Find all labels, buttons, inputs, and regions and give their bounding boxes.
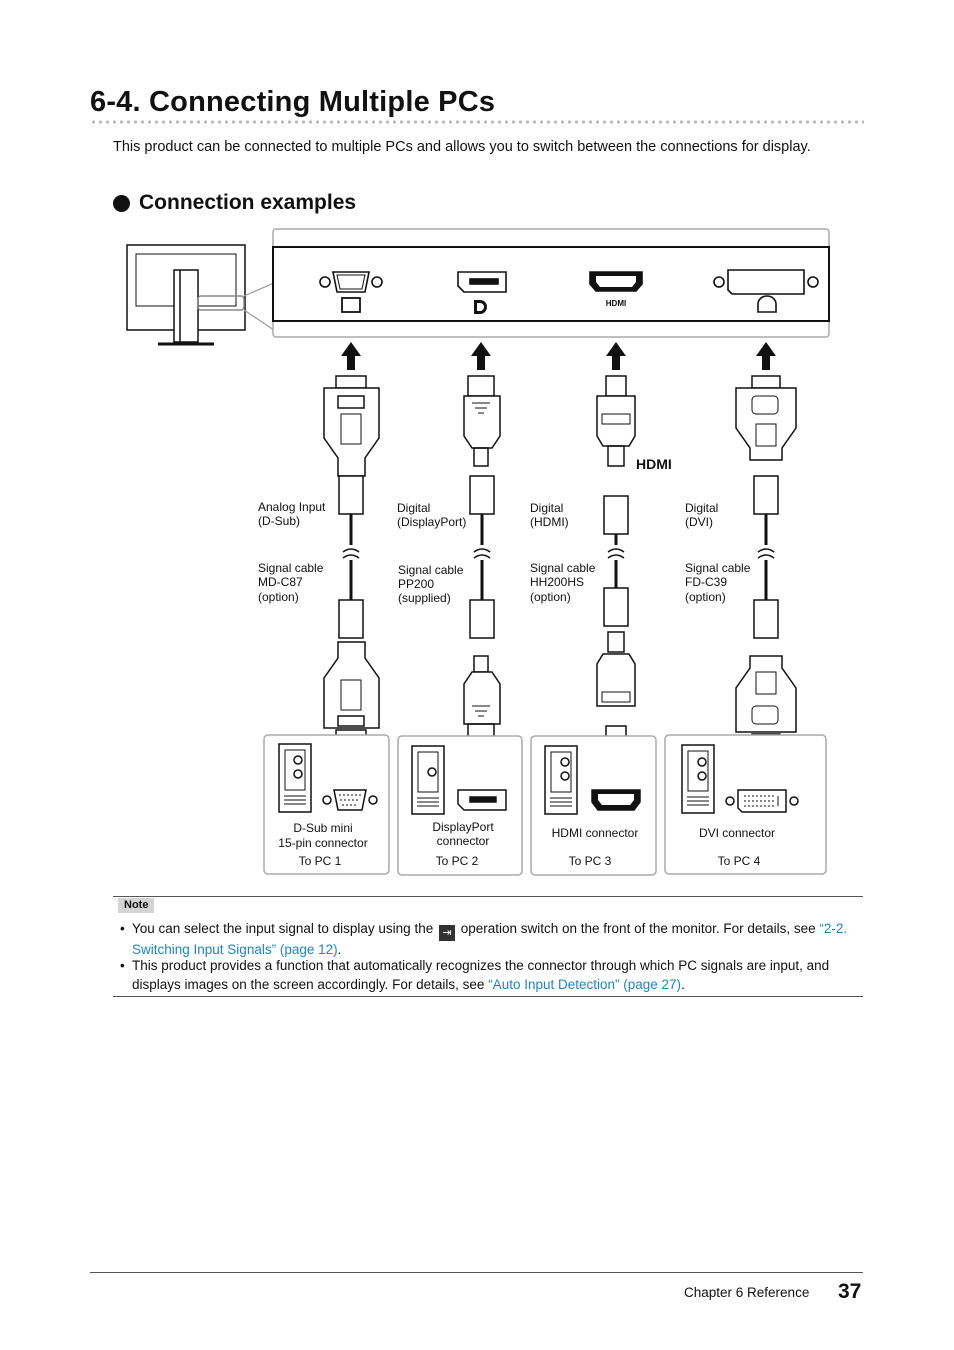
svg-text:(option): (option) [685,590,726,604]
callout-lines [243,282,275,331]
svg-text:(HDMI): (HDMI) [530,515,569,529]
input-switch-icon: ⇥ [438,925,455,941]
svg-text:Analog Input: Analog Input [258,500,326,514]
svg-text:HH200HS: HH200HS [530,575,584,589]
svg-text:FD-C39: FD-C39 [685,575,727,589]
intro-paragraph: This product can be connected to multipl… [113,139,811,155]
svg-text:To PC 3: To PC 3 [569,854,612,868]
svg-text:15-pin connector: 15-pin connector [278,836,367,850]
dvi-port-icon [713,269,819,313]
section-heading-text: Connection examples [139,191,357,214]
svg-text:Signal cable: Signal cable [530,561,596,575]
hdmi-logo: HDMI [636,456,672,472]
pc-tower-icon-2 [411,745,445,815]
pc-connector-icons [322,789,799,813]
svg-text:PP200: PP200 [398,577,434,591]
column-labels-pc4: Digital (DVI) Signal cable FD-C39 (optio… [685,501,775,868]
svg-text:(DVI): (DVI) [685,515,713,529]
pc-tower-icon-1 [278,743,312,813]
svg-text:HDMI: HDMI [606,299,626,308]
svg-text:connector: connector [437,834,490,848]
svg-text:To PC 4: To PC 4 [718,854,761,868]
section-heading: Connection examples [113,191,356,215]
connection-diagram: HDMI [126,228,830,876]
bullet: • [120,921,125,936]
displayport-connector-icon [457,789,507,811]
svg-text:MD-C87: MD-C87 [258,575,303,589]
hdmi-cable-icon [596,375,636,747]
dvi-connector-icon [725,789,799,813]
rear-panel [272,228,830,338]
link-auto-input-detection[interactable]: “Auto Input Detection” (page 27) [488,976,682,992]
page-number: 37 [838,1280,862,1303]
svg-text:(supplied): (supplied) [398,591,451,605]
dvi-cable-icon [735,375,797,745]
pc-tower-icons [278,743,715,815]
column-labels-pc2: Digital (DisplayPort) Signal cable PP200… [397,501,494,868]
svg-text:(option): (option) [258,590,299,604]
note-item-1: •You can select the input signal to disp… [120,921,848,957]
svg-text:(DisplayPort): (DisplayPort) [397,515,466,529]
svg-text:Digital: Digital [685,501,718,515]
svg-text:HDMI connector: HDMI connector [552,826,639,840]
displayport-port-icon [457,271,507,314]
displayport-cable-icon [463,375,501,745]
monitor-icon [126,244,246,346]
svg-text:To PC 2: To PC 2 [436,854,479,868]
note-item-2: •This product provides a function that a… [120,958,830,992]
dsub-connector-icon [322,789,378,811]
svg-text:DVI connector: DVI connector [699,826,775,840]
hdmi-connector-icon [591,789,641,811]
hdmi-port-icon: HDMI [589,271,643,308]
dsub-port-icon [319,271,383,313]
svg-text:DisplayPort: DisplayPort [432,820,494,834]
note-bottom-rule [113,996,863,997]
column-labels-pc3: Digital (HDMI) Signal cable HH200HS (opt… [530,501,638,868]
dsub-cable-icon [323,375,380,743]
pc-tower-icon-3 [544,745,578,815]
svg-text:(D-Sub): (D-Sub) [258,514,300,528]
page-title: 6-4. Connecting Multiple PCs [90,86,496,118]
pc-tower-icon-4 [681,744,715,814]
svg-text:Digital: Digital [397,501,430,515]
link-switching-input-signals[interactable]: “2-2. Switching Input Signals” (page 12) [132,921,848,957]
column-labels-pc1: Analog Input (D-Sub) Signal cable MD-C87… [258,500,368,868]
footer-chapter: Chapter 6 Reference [684,1285,810,1300]
svg-text:D-Sub mini: D-Sub mini [293,821,352,835]
svg-text:Signal cable: Signal cable [258,561,324,575]
bullet: • [120,958,125,973]
bullet-circle-icon [113,194,130,212]
footer-rule [90,1272,863,1273]
note-top-rule [113,896,863,897]
svg-text:Digital: Digital [530,501,563,515]
title-dotted-rule [90,120,864,124]
svg-text:Signal cable: Signal cable [685,561,751,575]
up-arrows [341,342,776,370]
note-badge: Note [118,898,155,913]
svg-text:Signal cable: Signal cable [398,563,464,577]
svg-text:To PC 1: To PC 1 [299,854,342,868]
svg-text:(option): (option) [530,590,571,604]
